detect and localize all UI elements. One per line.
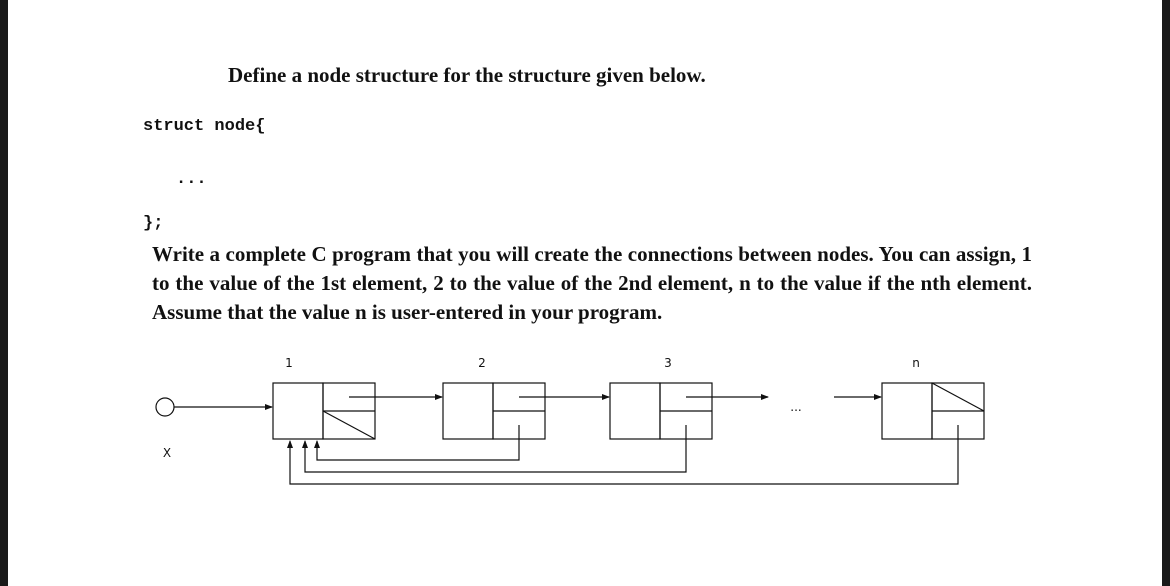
task-description: Write a complete C program that you will… [152, 242, 1032, 324]
node-label-n: n [912, 356, 920, 370]
node-3 [609, 382, 713, 440]
gap-ellipsis: ... [790, 400, 801, 414]
node-label-2: 2 [478, 356, 486, 370]
head-label-x: X [163, 446, 171, 460]
code-struct-open: struct node{ [143, 117, 266, 136]
code-struct-close: }; [143, 214, 164, 233]
head-pointer-circle [155, 397, 175, 417]
question-heading: Define a node structure for the structur… [228, 63, 706, 87]
left-frame-edge [0, 0, 8, 586]
node-n [881, 382, 985, 440]
node-label-3: 3 [664, 356, 672, 370]
back-pointer-node-n [287, 425, 959, 485]
right-frame-edge [1162, 0, 1170, 586]
node-label-1: 1 [285, 356, 293, 370]
back-pointer-node-3 [302, 425, 687, 473]
node-2 [442, 382, 546, 440]
back-pointer-node-2 [314, 425, 520, 461]
linked-list-diagram: 1 2 3 n X [155, 356, 985, 485]
code-struct-ellipsis: ... [176, 170, 207, 189]
node-1 [272, 382, 376, 440]
